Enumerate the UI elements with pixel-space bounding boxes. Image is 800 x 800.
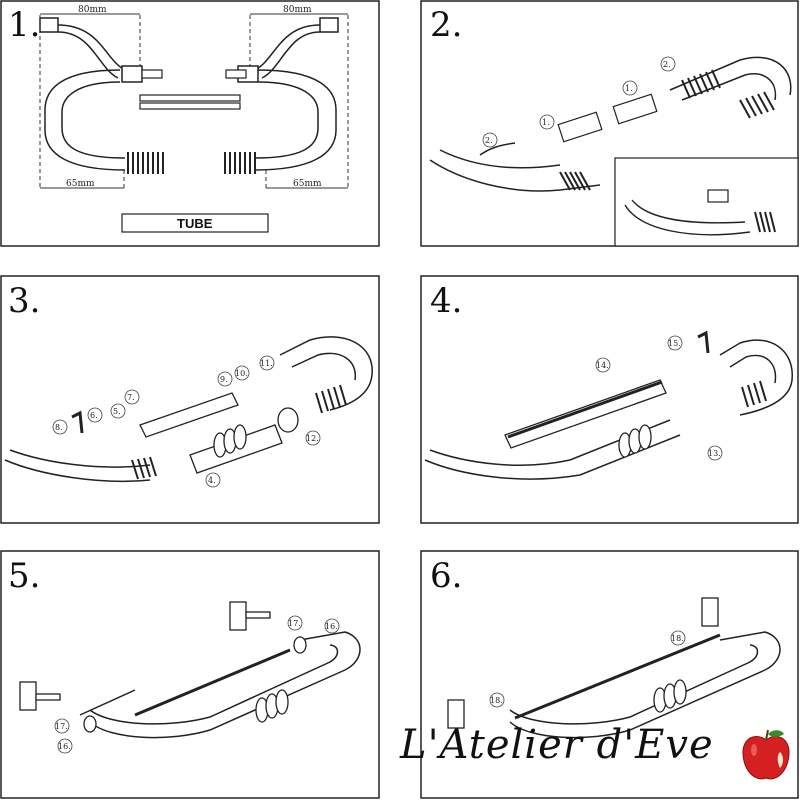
callout: 11. [260, 359, 273, 368]
callout: 9. [220, 375, 228, 384]
step-number: 4. [430, 281, 462, 321]
assembly [509, 631, 781, 739]
rings-upper [681, 69, 775, 119]
callout: 16. [58, 742, 71, 751]
callout: 17. [288, 619, 301, 628]
step-2-panel: 2. 2. 1. 1. 2. 3. [420, 0, 799, 247]
callout: 4. [208, 476, 216, 485]
detail-inset [614, 157, 799, 247]
callout: 15. [668, 339, 681, 348]
step-number: 3. [8, 281, 40, 321]
step-5-panel: 5. 17. 16. 17. 16. [0, 550, 380, 799]
tube-rings [213, 407, 299, 458]
callout: 2. [485, 136, 493, 145]
callout: 17. [55, 722, 68, 731]
step-6-panel: 6. 18. 18. [420, 550, 799, 799]
wall-mount [19, 601, 271, 711]
step-3-panel: 3. 8. 6. 5. 7. 9. 10. 11. 12. 4. [0, 275, 380, 524]
dimension-label: 80mm [78, 5, 107, 15]
rail-top [134, 648, 291, 717]
rings [559, 171, 591, 191]
rings [741, 380, 767, 408]
step-number: 1. [8, 5, 40, 45]
callout: 6. [90, 411, 98, 420]
brand-watermark: L'Atelier d'Eve [400, 722, 714, 768]
rail-piece [139, 94, 241, 110]
callout: 5. [113, 407, 121, 416]
rail [504, 379, 667, 449]
callout: 18. [671, 634, 684, 643]
callout: 1. [542, 118, 550, 127]
rail-top [507, 380, 663, 439]
connectors [557, 93, 658, 143]
tube-rings [83, 636, 307, 733]
step-4-panel: 4. 14. 15. 13. [420, 275, 799, 524]
dimension-label: 65mm [66, 179, 95, 189]
callout: 1. [625, 84, 633, 93]
assembly [79, 631, 361, 739]
callout: 10. [235, 369, 248, 378]
step-number: 2. [430, 5, 462, 45]
rings [131, 384, 347, 480]
curved-bracket [429, 142, 601, 192]
apple-icon [742, 729, 790, 780]
callout: 14. [596, 361, 609, 370]
tube-rings [653, 679, 687, 713]
step-1-panel: 1. 80mm 80mm 65mm 65mm [0, 0, 380, 247]
tube-label: TUBE [177, 216, 213, 231]
callout: 18. [490, 696, 503, 705]
rings-left [127, 152, 164, 174]
dimension-label: 65mm [293, 179, 322, 189]
assembly [424, 339, 793, 480]
callout: 13. [708, 449, 721, 458]
rail [139, 392, 283, 474]
rail-top [514, 633, 721, 720]
callout: 16. [325, 622, 338, 631]
allen-key-icon [697, 330, 710, 354]
callout: 7. [127, 393, 135, 402]
step-number: 5. [8, 556, 40, 596]
allen-key-icon [71, 410, 84, 434]
upper-bracket [669, 56, 792, 101]
callout: 12. [306, 434, 319, 443]
dimension-label: 80mm [283, 5, 312, 15]
callout: 2. [663, 60, 671, 69]
rings-right [224, 152, 256, 174]
step-number: 6. [430, 556, 462, 596]
tube-label-box [121, 213, 269, 233]
callout: 8. [55, 423, 63, 432]
tube-rings [618, 424, 652, 458]
left-bracket [39, 17, 143, 171]
wall-mount [447, 597, 719, 729]
